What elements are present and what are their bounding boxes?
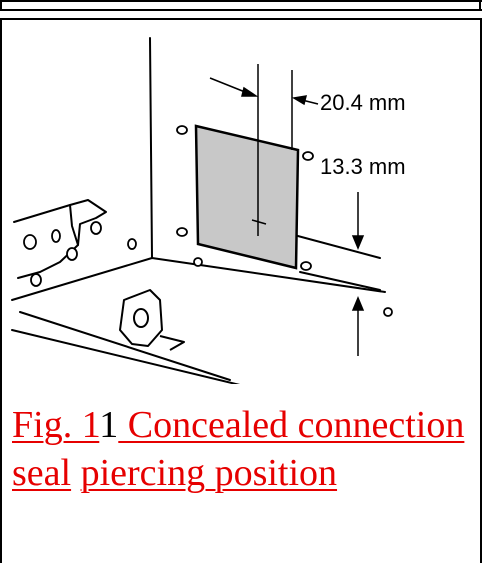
left-bracket — [13, 199, 107, 279]
floor-nut-tab — [159, 335, 185, 351]
dimension-height-label: 13.3 mm — [320, 154, 406, 179]
top-rule — [0, 0, 482, 2]
figure-link[interactable]: Fig. 1 — [12, 404, 100, 446]
bracket-hole-2 — [51, 229, 61, 243]
floor-front-edge-2 — [11, 329, 241, 384]
floor-nut-hole-icon — [133, 308, 149, 328]
figure-caption: Fig. 11 Concealed connection seal pierci… — [12, 401, 472, 497]
floor-front-edge — [19, 311, 231, 381]
hole-icon-top-right — [302, 151, 314, 161]
caption-space — [71, 452, 81, 494]
hole-icon-floor-left — [127, 238, 137, 250]
hole-icon-floor-mid — [193, 257, 203, 267]
crosshair-horizontal — [251, 219, 267, 225]
wall-corner-line — [149, 37, 153, 259]
bracket-hole-1 — [23, 234, 37, 250]
height-arrowhead-bottom — [351, 296, 365, 311]
bracket-hole-3 — [90, 221, 102, 235]
box-bottom-rule — [0, 9, 482, 11]
caption-link-piercing-position[interactable]: piercing position — [80, 452, 338, 494]
left-edge-tick — [0, 0, 2, 11]
top-box-edge — [0, 0, 482, 12]
hole-icon-mid-right — [300, 261, 312, 271]
dimension-width-label: 20.4 mm — [320, 90, 406, 115]
hole-icon-floor-right — [383, 307, 393, 317]
caption-link-concealed-connection-seal[interactable]: Concealed connection seal — [12, 404, 465, 494]
dim-extension-2 — [299, 271, 381, 291]
width-arrowhead-left — [241, 86, 259, 97]
bracket-hole-5 — [30, 273, 42, 287]
technical-illustration: 20.4 mm 13.3 mm — [11, 37, 406, 384]
right-edge-tick — [479, 0, 481, 11]
floor-back-edge — [11, 257, 386, 301]
hole-icon-top-left — [176, 125, 188, 135]
width-arrowhead-right — [291, 95, 308, 106]
left-bracket-fold — [69, 204, 79, 246]
figure-frame — [0, 18, 482, 563]
seal-patch — [194, 124, 300, 270]
figure-number: 1 — [99, 404, 119, 446]
height-arrowhead-top — [351, 235, 365, 250]
hole-icon-mid-left — [176, 227, 188, 237]
bracket-hole-4 — [66, 247, 78, 261]
